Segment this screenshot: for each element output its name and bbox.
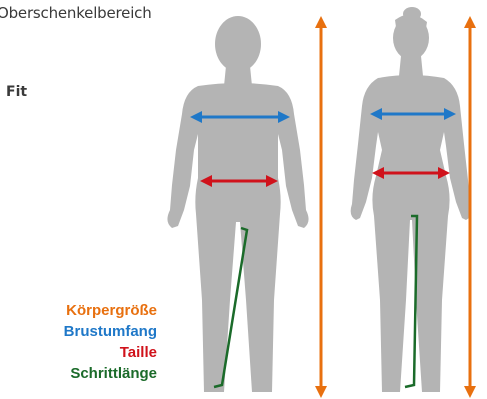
legend-height: Körpergröße — [20, 300, 157, 321]
legend-waist: Taille — [20, 342, 157, 363]
female-silhouette — [351, 7, 472, 392]
measurement-legend: Körpergröße Brustumfang Taille Schrittlä… — [20, 300, 157, 384]
legend-inseam: Schrittlänge — [20, 363, 157, 384]
legend-chest: Brustumfang — [20, 321, 157, 342]
male-silhouette — [167, 16, 308, 392]
